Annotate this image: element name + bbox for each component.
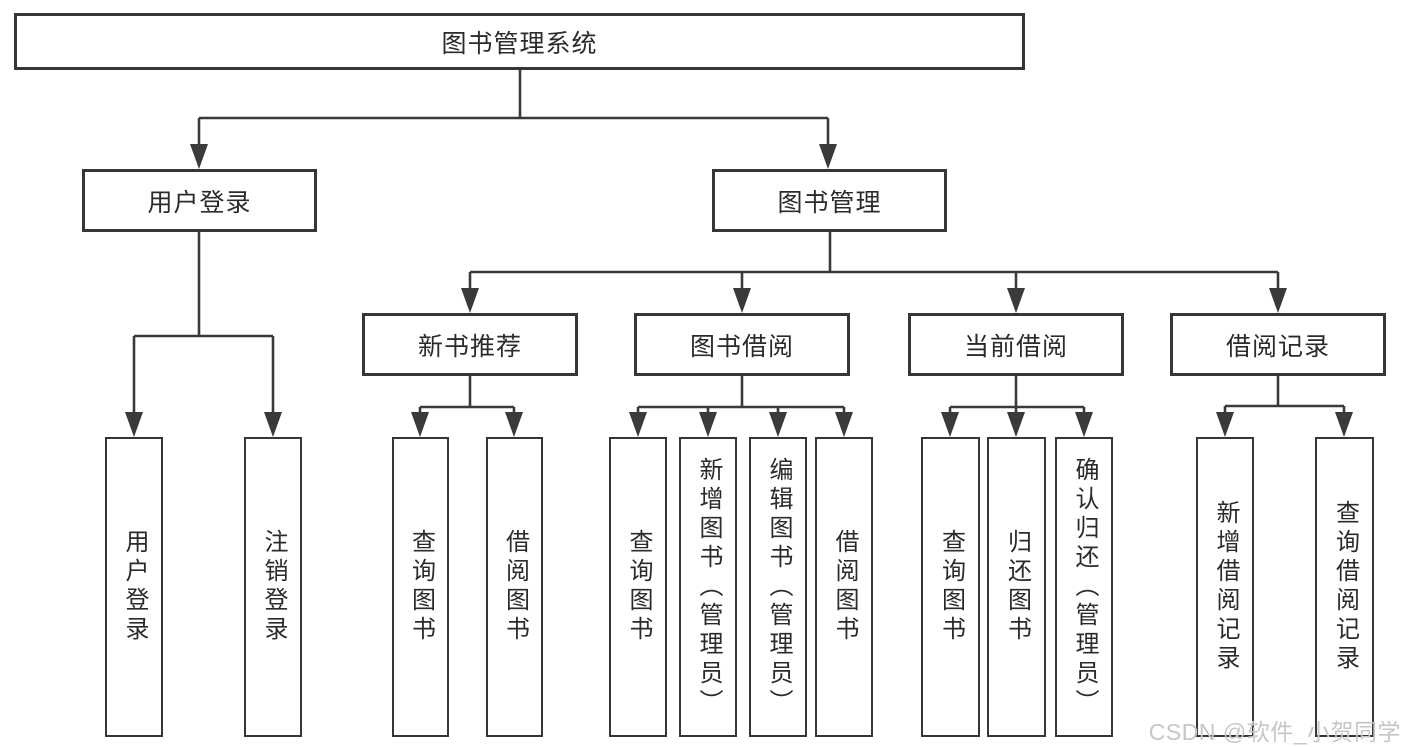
leaf-records-query-record: 查询借阅记录 — [1315, 437, 1374, 737]
leaf-records-query-record-label: 查询借阅记录 — [1331, 500, 1359, 674]
node-library-management-system: 图书管理系统 — [14, 13, 1025, 70]
leaf-current-return-books-label: 归还图书 — [1003, 529, 1031, 645]
arrowhead — [699, 412, 717, 437]
leaf-newbook-borrow-books: 借阅图书 — [486, 437, 543, 737]
arrowhead — [1007, 288, 1025, 313]
leaf-newbook-borrow-books-label: 借阅图书 — [501, 529, 529, 645]
leaf-borrowing-borrow-books: 借阅图书 — [815, 437, 873, 737]
node-user-login: 用户登录 — [82, 169, 317, 232]
leaf-current-query-books: 查询图书 — [921, 437, 980, 737]
arrowhead — [1007, 412, 1025, 437]
arrowhead — [190, 144, 208, 169]
arrowhead — [629, 412, 647, 437]
node-new-book-recommendation: 新书推荐 — [362, 313, 578, 376]
node-book-management: 图书管理 — [712, 169, 947, 232]
arrowhead — [1269, 288, 1287, 313]
arrowhead — [461, 288, 479, 313]
arrowhead — [1335, 412, 1353, 437]
leaf-records-add-record-label: 新增借阅记录 — [1212, 500, 1239, 674]
leaf-borrowing-edit-books-admin: 编辑图书（管理员） — [749, 437, 807, 737]
arrowhead — [1075, 412, 1093, 437]
leaf-current-query-books-label: 查询图书 — [937, 529, 965, 645]
leaf-newbook-query-books: 查询图书 — [392, 437, 449, 737]
node-book-borrowing: 图书借阅 — [634, 313, 850, 376]
leaf-user-login: 用户登录 — [105, 437, 163, 737]
arrowhead — [835, 412, 853, 437]
leaf-logout: 注销登录 — [244, 437, 302, 737]
leaf-newbook-query-books-label: 查询图书 — [407, 529, 435, 645]
leaf-current-return-books: 归还图书 — [987, 437, 1046, 737]
leaf-logout-label: 注销登录 — [260, 529, 287, 645]
leaf-user-login-label: 用户登录 — [121, 529, 148, 645]
arrowhead — [733, 288, 751, 313]
arrowhead — [125, 412, 143, 437]
leaf-borrowing-add-books-admin: 新增图书（管理员） — [679, 437, 737, 737]
leaf-records-add-record: 新增借阅记录 — [1196, 437, 1254, 737]
arrowhead — [1216, 412, 1234, 437]
leaf-borrowing-borrow-books-label: 借阅图书 — [831, 529, 858, 645]
arrowhead — [264, 412, 282, 437]
arrowhead — [769, 412, 787, 437]
leaf-borrowing-query-books-label: 查询图书 — [625, 529, 652, 645]
leaf-borrowing-query-books: 查询图书 — [609, 437, 667, 737]
arrowhead — [411, 412, 429, 437]
node-current-borrowing: 当前借阅 — [908, 313, 1124, 376]
leaf-borrowing-edit-books-admin-label: 编辑图书（管理员） — [765, 456, 792, 718]
arrowhead — [505, 412, 523, 437]
leaf-current-confirm-return-admin: 确认归还（管理员） — [1055, 437, 1113, 737]
leaf-borrowing-add-books-admin-label: 新增图书（管理员） — [695, 456, 722, 718]
leaf-current-confirm-return-admin-label: 确认归还（管理员） — [1071, 456, 1098, 718]
arrowhead — [941, 412, 959, 437]
node-borrowing-records: 借阅记录 — [1170, 313, 1386, 376]
arrowhead — [819, 144, 837, 169]
